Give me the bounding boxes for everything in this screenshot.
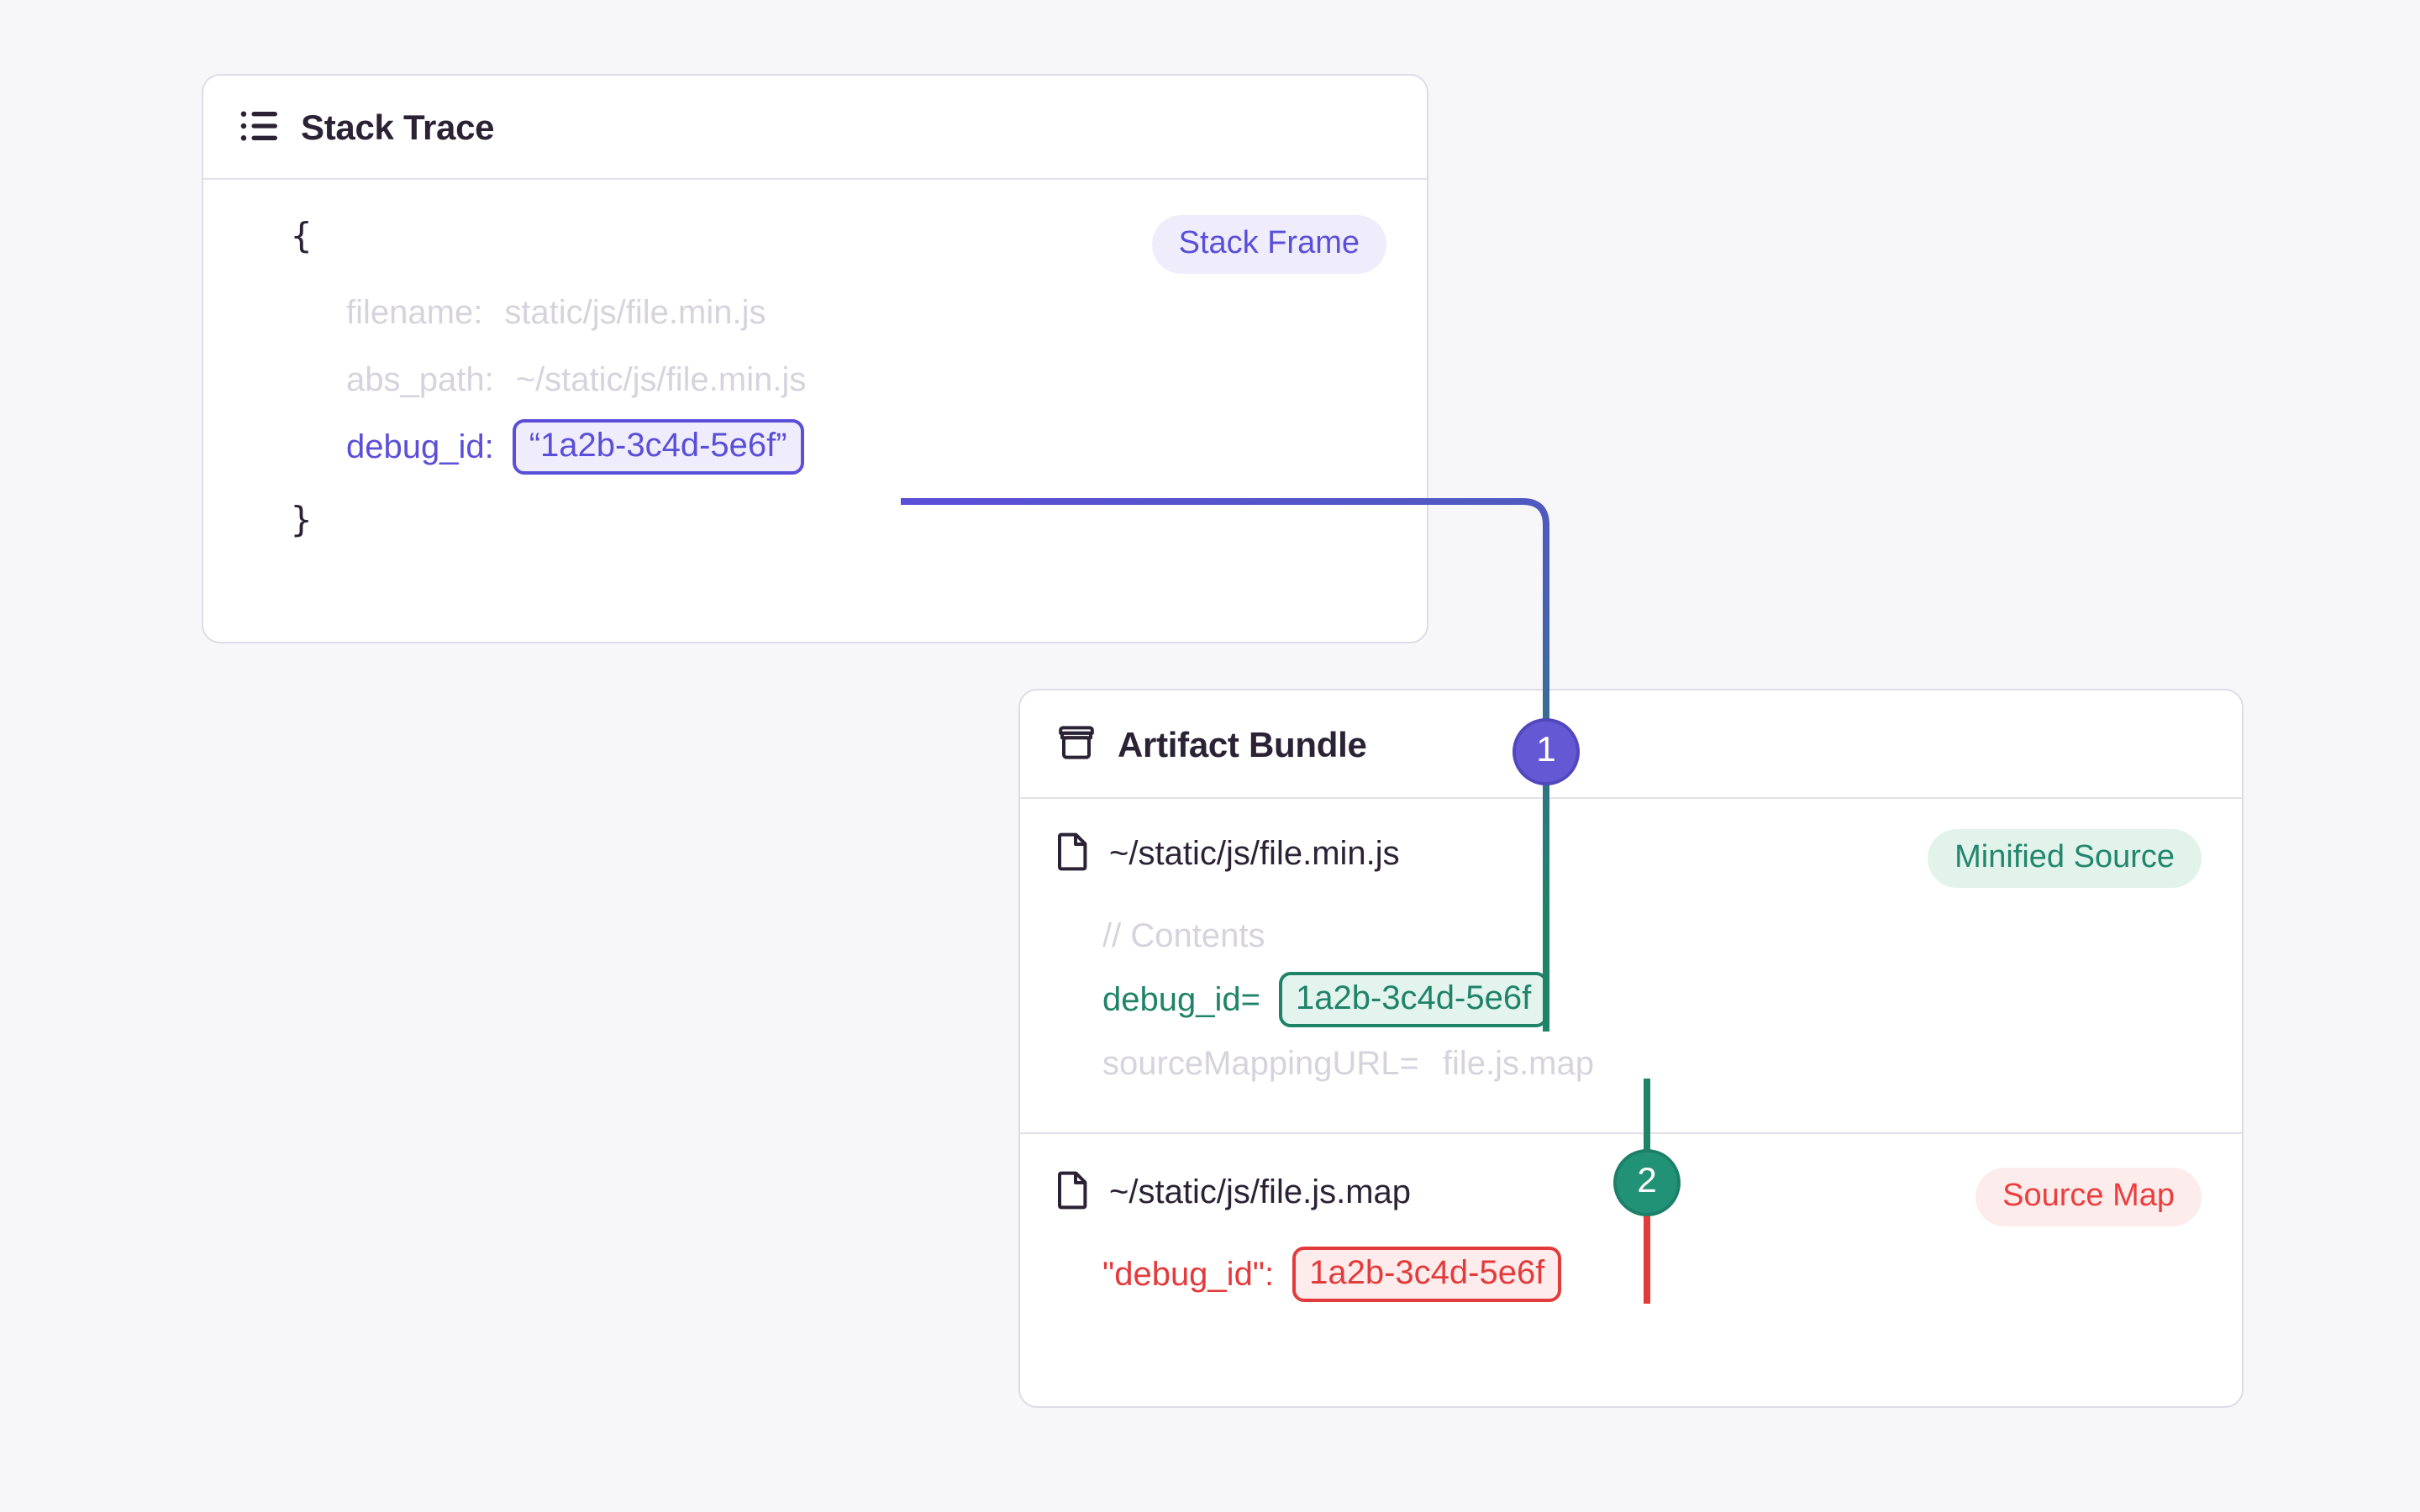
minified-debug-id-value[interactable]: 1a2b-3c4d-5e6f — [1278, 972, 1549, 1027]
source-map-debug-id-value[interactable]: 1a2b-3c4d-5e6f — [1292, 1247, 1562, 1302]
source-map-debug-id-key: "debug_id": — [1102, 1255, 1275, 1293]
minified-debug-id-row: debug_id= 1a2b-3c4d-5e6f — [1102, 968, 2205, 1032]
file-icon — [1057, 832, 1089, 875]
step-marker-2[interactable]: 2 — [1613, 1149, 1681, 1216]
contents-comment-text: // Contents — [1102, 916, 1265, 954]
stack-trace-header: Stack Trace — [203, 76, 1427, 180]
source-map-debug-id-row: "debug_id": 1a2b-3c4d-5e6f — [1102, 1242, 2205, 1306]
stack-trace-card: Stack Trace Stack Frame { filename: stat… — [202, 74, 1428, 643]
stack-trace-title: Stack Trace — [301, 108, 495, 147]
file-icon — [1057, 1171, 1089, 1214]
abs-path-value: ~/static/js/file.min.js — [515, 360, 807, 398]
source-map-file-row: ~/static/js/file.js.map — [1057, 1171, 2205, 1214]
debug-id-key: debug_id: — [346, 428, 494, 465]
json-open-brace: { — [291, 215, 313, 256]
minified-source-file-name: ~/static/js/file.min.js — [1109, 835, 1400, 872]
stack-frame-row-abs-path: abs_path: ~/static/js/file.min.js — [346, 346, 1390, 413]
step-marker-1[interactable]: 1 — [1512, 718, 1580, 785]
filename-key: filename: — [346, 293, 483, 331]
source-map-badge: Source Map — [1975, 1168, 2202, 1226]
stack-frame-badge: Stack Frame — [1151, 215, 1386, 274]
artifact-bundle-card: Artifact Bundle Minified Source ~/static… — [1018, 689, 2244, 1408]
abs-path-key: abs_path: — [346, 360, 494, 398]
package-icon — [1057, 724, 1096, 765]
minified-contents-comment: // Contents — [1102, 904, 2205, 968]
artifact-bundle-title: Artifact Bundle — [1118, 724, 1367, 764]
filename-value: static/js/file.min.js — [504, 293, 766, 331]
stack-trace-body: Stack Frame { filename: static/js/file.m… — [203, 180, 1427, 571]
json-close-brace: } — [291, 499, 313, 540]
source-mapping-url-row: sourceMappingURL= file.js.map — [1102, 1032, 2205, 1095]
stack-frame-debug-id-value[interactable]: “1a2b-3c4d-5e6f” — [512, 419, 804, 475]
artifact-section-minified-source: Minified Source ~/static/js/file.min.js … — [1020, 799, 2242, 1134]
stack-frame-row-debug-id: debug_id: “1a2b-3c4d-5e6f” — [346, 413, 1390, 480]
step-marker-2-label: 2 — [1637, 1160, 1657, 1200]
list-icon — [240, 109, 279, 147]
artifact-section-source-map: Source Map ~/static/js/file.js.map "debu… — [1020, 1134, 2242, 1353]
source-map-file-name: ~/static/js/file.js.map — [1109, 1173, 1412, 1210]
artifact-bundle-header: Artifact Bundle — [1020, 690, 2242, 799]
step-marker-1-label: 1 — [1536, 729, 1556, 769]
minified-debug-id-key: debug_id= — [1102, 980, 1260, 1018]
source-mapping-url-key: sourceMappingURL= — [1102, 1044, 1419, 1082]
minified-source-badge: Minified Source — [1928, 829, 2202, 888]
stack-frame-row-filename: filename: static/js/file.min.js — [346, 279, 1390, 346]
source-mapping-url-value: file.js.map — [1442, 1044, 1594, 1082]
